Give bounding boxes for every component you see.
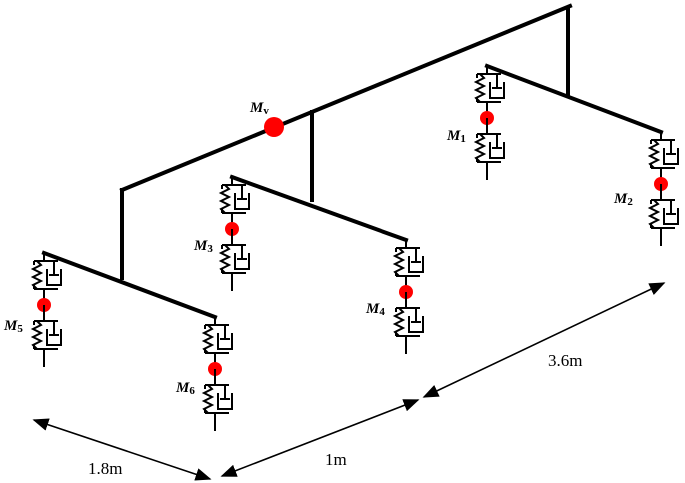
spring-coil (473, 133, 487, 163)
suspension-stage-m3 (218, 177, 250, 221)
suspension-stage-m5 (30, 253, 62, 297)
spring-coil (30, 320, 44, 350)
damper-cylinder (489, 82, 505, 99)
axle-rear (484, 63, 664, 135)
tire-stage-m2 (647, 192, 679, 236)
suspension-unit-m2: M2 (613, 132, 679, 246)
damper-cylinder (663, 208, 679, 225)
spring-coil (647, 199, 661, 229)
label-m4: M4 (365, 301, 385, 318)
damper-cylinder (663, 148, 679, 165)
damper-cylinder (234, 193, 250, 210)
spring-coil (218, 244, 232, 274)
label-m6: M6 (175, 380, 195, 397)
label-m1: M1 (446, 128, 466, 145)
axle-middle (229, 174, 409, 243)
damper-cylinder (46, 329, 62, 346)
damper-cylinder (408, 256, 424, 273)
tire-stage-m5 (30, 313, 62, 357)
suspension-unit-m6: M6 (175, 317, 233, 431)
dim-arrow-rear (422, 282, 666, 398)
spring-coil (647, 139, 661, 169)
spring-coil (473, 73, 487, 103)
suspension-stage-m6 (201, 317, 233, 361)
label-m5: M5 (3, 318, 23, 335)
tire-stage-m3 (218, 237, 250, 281)
dim-arrow-front (220, 399, 420, 477)
tire-stage-m6 (201, 377, 233, 421)
dim-label-rear: 3.6m (548, 351, 582, 370)
dimension-lines (32, 282, 666, 481)
dim-label-front: 1m (325, 450, 347, 469)
suspension-unit-m3: M3 (193, 177, 250, 291)
tire-stage-m4 (392, 300, 424, 344)
mass-mv (264, 117, 284, 137)
suspension-stage-m4 (392, 240, 424, 284)
damper-cylinder (217, 333, 233, 350)
label-mv: Mv (249, 100, 269, 117)
chassis-frame (41, 3, 664, 320)
damper-cylinder (234, 253, 250, 270)
suspension-stage-m2 (647, 132, 679, 176)
spring-coil (392, 307, 406, 337)
suspension-unit-m5: M5 (3, 253, 62, 367)
damper-cylinder (46, 269, 62, 286)
suspension-unit-m1: M1 (446, 66, 505, 180)
spring-coil (30, 260, 44, 290)
spring-coil (392, 247, 406, 277)
damper-cylinder (489, 142, 505, 159)
label-m2: M2 (613, 191, 633, 208)
main-longitudinal-beam (119, 3, 573, 193)
spring-coil (201, 324, 215, 354)
spring-coil (218, 184, 232, 214)
dim-arrow-width (32, 418, 212, 481)
dim-label-width: 1.8m (88, 459, 122, 478)
axle-front (41, 250, 218, 320)
suspension-unit-m4: M4 (365, 240, 424, 354)
label-m3: M3 (193, 238, 213, 255)
tire-stage-m1 (473, 126, 505, 170)
spring-coil (201, 384, 215, 414)
suspension-stage-m1 (473, 66, 505, 110)
